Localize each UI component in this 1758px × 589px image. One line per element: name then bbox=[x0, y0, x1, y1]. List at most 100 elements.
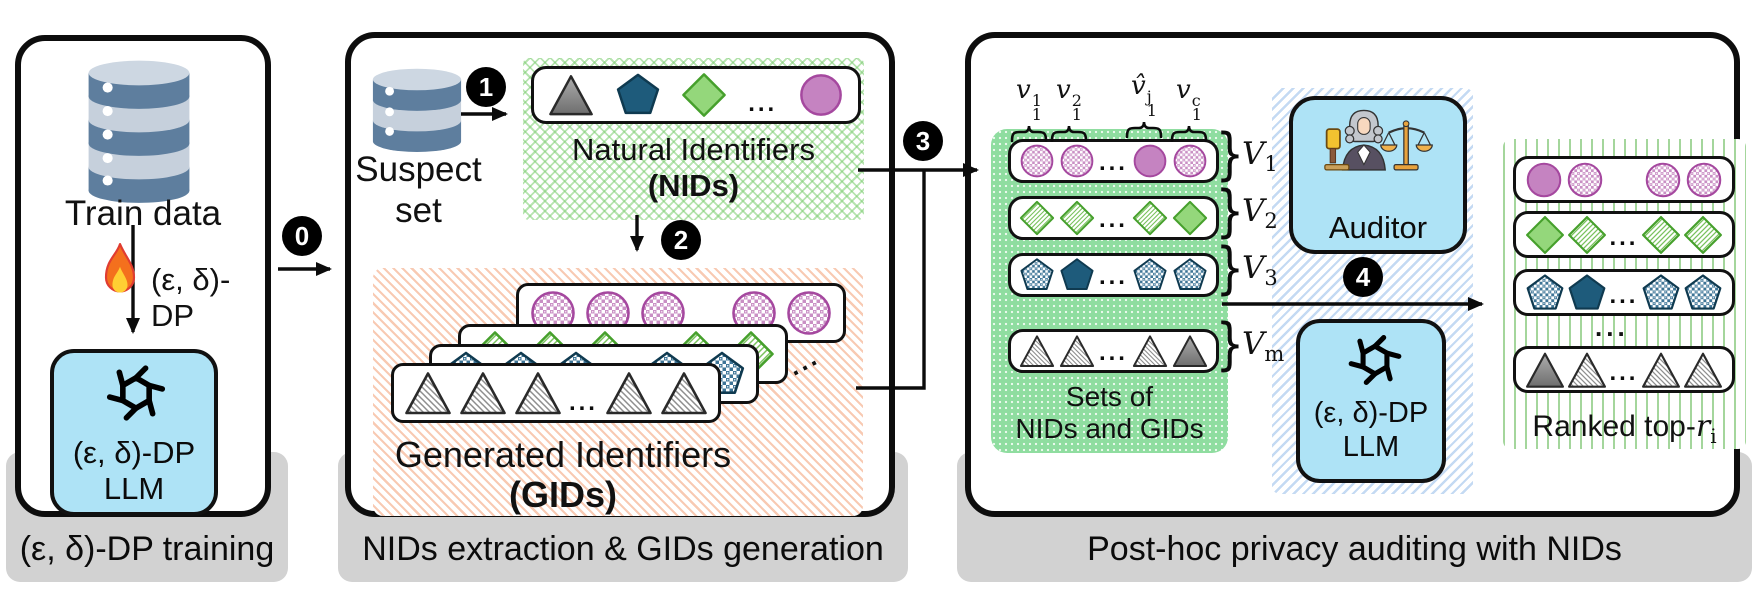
pent-solid-shape bbox=[1060, 258, 1094, 291]
train-database-icon bbox=[88, 60, 190, 203]
circle-hatched-shape bbox=[1020, 144, 1054, 178]
pent-hatched-shape bbox=[1684, 273, 1722, 310]
diam-hatched-shape bbox=[1641, 215, 1680, 254]
caption-extraction: NIDs extraction & GIDs generation bbox=[362, 530, 884, 568]
ranked-caption-var: r bbox=[1695, 409, 1711, 444]
pent-hatched-shape bbox=[1526, 273, 1564, 310]
diam-solid-shape bbox=[1172, 200, 1208, 236]
circle-solid-shape bbox=[800, 74, 842, 116]
llm-box-line1: (ε, δ)-DP bbox=[72, 435, 196, 470]
circle-hatched-shape bbox=[1173, 144, 1207, 178]
gids-area: ... ... ... ... ... Generated Identifier… bbox=[373, 268, 863, 516]
auditor-label: Auditor bbox=[1328, 210, 1428, 245]
openai-logo-icon bbox=[1348, 334, 1402, 386]
ranked-caption-sub: i bbox=[1710, 424, 1717, 448]
set-label-vm: Vm bbox=[1242, 326, 1284, 366]
dp-llm-box-audited: (ε, δ)-DP LLM bbox=[1296, 319, 1446, 483]
diam-hatched-shape bbox=[1132, 200, 1168, 236]
set-label-base: V bbox=[1242, 326, 1265, 362]
tri-hatched-shape bbox=[1019, 335, 1055, 367]
panel-extraction-generation: Suspect set ... Natural Identifiers (NID… bbox=[345, 32, 895, 517]
tri-solid-shape bbox=[1526, 352, 1564, 388]
gids-stack-ellipsis: ... bbox=[782, 340, 824, 382]
ellipsis: ... bbox=[1098, 206, 1128, 233]
value-label-sup: 2 bbox=[1071, 91, 1082, 110]
llm-box-line1: (ε, δ)-DP bbox=[1313, 397, 1429, 429]
dp-llm-box-training: (ε, δ)-DP LLM bbox=[50, 349, 218, 516]
gids-title: Generated Identifiers bbox=[394, 434, 732, 475]
ellipsis: ... bbox=[748, 90, 778, 117]
set-label-sub: 2 bbox=[1264, 209, 1278, 233]
panel-dp-training: Train data (ε, δ)-DP (ε, δ)-DP LLM bbox=[15, 35, 271, 517]
step-badge-4: 4 bbox=[1343, 257, 1383, 297]
sets-row-v3: ... bbox=[1008, 253, 1219, 297]
nids-area: ... Natural Identifiers (NIDs) bbox=[523, 58, 864, 220]
overbrace-icon bbox=[1050, 125, 1088, 142]
circle-hatched-shape bbox=[1567, 162, 1603, 197]
suspect-database-icon bbox=[372, 68, 462, 152]
circle-solid-shape bbox=[1526, 162, 1562, 197]
sets-caption-line2: NIDs and GIDs bbox=[1015, 413, 1204, 444]
ranked-row-triangles: ... bbox=[1513, 346, 1735, 393]
value-label-sub: 1 bbox=[1191, 105, 1202, 124]
ellipsis: ... bbox=[1609, 282, 1639, 309]
diam-hatched-shape bbox=[1683, 215, 1722, 254]
set-label-base: V bbox=[1242, 193, 1265, 229]
ellipsis: ... bbox=[1609, 359, 1639, 386]
sets-row-vm: ... bbox=[1008, 329, 1219, 373]
value-label-base: v bbox=[1176, 75, 1191, 105]
nids-title: Natural Identifiers bbox=[572, 132, 815, 167]
set-label-sub: m bbox=[1264, 342, 1285, 366]
diam-hatched-shape bbox=[1019, 200, 1055, 236]
circle-hatched-shape bbox=[787, 291, 831, 335]
ranked-row-circles bbox=[1513, 156, 1735, 203]
step-badge-3: 3 bbox=[903, 121, 943, 161]
sets-caption-line1: Sets of bbox=[1065, 381, 1154, 412]
pent-solid-shape bbox=[1568, 273, 1606, 310]
tri-hatched-shape bbox=[460, 372, 506, 415]
tri-hatched-shape bbox=[1683, 352, 1722, 388]
circle-hatched-shape bbox=[1686, 162, 1722, 197]
tri-hatched-shape bbox=[1568, 352, 1607, 388]
set-label-base: V bbox=[1242, 250, 1265, 286]
pent-hatched-shape bbox=[1173, 258, 1207, 291]
set-label-v2: V2 bbox=[1242, 193, 1278, 233]
diam-hatched-shape bbox=[1568, 215, 1607, 254]
tri-hatched-shape bbox=[405, 372, 451, 415]
circle-solid-shape bbox=[1133, 144, 1167, 178]
brace-v3: } bbox=[1215, 236, 1245, 301]
value-label-base: v bbox=[1016, 75, 1031, 105]
set-label-v3: V3 bbox=[1242, 250, 1278, 290]
diam-solid-shape bbox=[682, 73, 727, 117]
brace-v2: } bbox=[1215, 179, 1245, 244]
tri-solid-shape bbox=[549, 75, 593, 116]
tri-hatched-shape bbox=[515, 372, 561, 415]
openai-logo-icon bbox=[106, 365, 166, 421]
tri-hatched-shape bbox=[661, 372, 707, 415]
fire-icon bbox=[104, 243, 136, 293]
tri-hatched-shape bbox=[606, 372, 652, 415]
diam-hatched-shape bbox=[1059, 200, 1095, 236]
ranked-row-diamonds: ... bbox=[1513, 211, 1735, 258]
value-label-base: v̂ bbox=[1131, 71, 1146, 101]
set-label-sub: 3 bbox=[1264, 266, 1278, 290]
suspect-set-label-line1: Suspect bbox=[355, 150, 482, 189]
diam-solid-shape bbox=[1526, 215, 1564, 254]
nids-subtitle: (NIDs) bbox=[647, 168, 740, 203]
ranked-row-pentagons: ... bbox=[1513, 269, 1735, 316]
value-label-sup: c bbox=[1191, 91, 1201, 110]
gids-subtitle: (GIDs) bbox=[509, 474, 617, 515]
ellipsis: ... bbox=[1098, 149, 1128, 176]
tri-hatched-shape bbox=[1059, 335, 1095, 367]
step-badge-0: 0 bbox=[282, 216, 322, 256]
value-label-sub: 1 bbox=[1071, 105, 1082, 124]
judge-icon bbox=[1324, 109, 1433, 171]
gids-card-triangles: ... bbox=[391, 363, 721, 423]
value-label-sub: 1 bbox=[1146, 101, 1157, 120]
set-label-v1: V1 bbox=[1242, 136, 1278, 176]
overbrace-icon bbox=[1125, 121, 1163, 138]
circle-hatched-shape bbox=[1060, 144, 1094, 178]
